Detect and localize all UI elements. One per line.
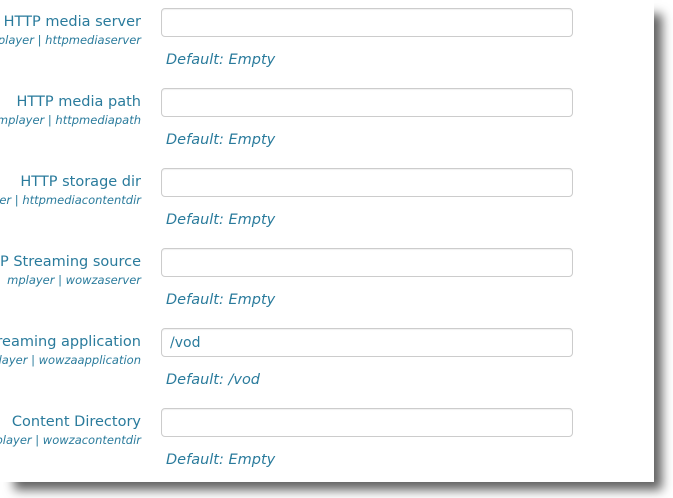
field-label: MP Streaming source (0, 254, 141, 270)
field-label-group: treaming application layer | wowzaapplic… (0, 333, 141, 368)
field-setting-id: er | httpmediacontentdir (0, 193, 141, 207)
field-setting-id: player | httpmediaserver (0, 33, 141, 47)
default-hint: Default: Empty (166, 212, 276, 228)
form-row-http-storage-dir: HTTP storage dir er | httpmediacontentdi… (0, 168, 654, 248)
field-label: HTTP storage dir (20, 174, 141, 190)
field-label-group: HTTP storage dir er | httpmediacontentdi… (0, 173, 141, 208)
field-setting-id: mplayer | httpmediapath (0, 113, 141, 127)
http-media-server-input[interactable] (161, 8, 573, 37)
default-hint: Default: Empty (166, 292, 276, 308)
settings-panel: HTTP media server player | httpmediaserv… (0, 8, 654, 482)
field-label-group: HTTP media server player | httpmediaserv… (0, 13, 141, 48)
field-setting-id: player | wowzacontentdir (0, 433, 141, 447)
form-row-content-directory: Content Directory player | wowzacontentd… (0, 408, 654, 482)
form-row-streaming-source: MP Streaming source mplayer | wowzaserve… (0, 248, 654, 328)
field-label: treaming application (0, 334, 141, 350)
form-row-http-media-server: HTTP media server player | httpmediaserv… (0, 8, 654, 88)
field-label: Content Directory (11, 414, 141, 430)
default-hint: Default: /vod (166, 372, 261, 388)
http-storage-dir-input[interactable] (161, 168, 573, 197)
field-label: HTTP media path (16, 94, 141, 110)
field-label-group: HTTP media path mplayer | httpmediapath (0, 93, 141, 128)
content-directory-input[interactable] (161, 408, 573, 437)
default-hint: Default: Empty (166, 52, 276, 68)
form-row-streaming-application: treaming application layer | wowzaapplic… (0, 328, 654, 408)
http-media-path-input[interactable] (161, 88, 573, 117)
field-label-group: Content Directory player | wowzacontentd… (0, 413, 141, 448)
field-label-group: MP Streaming source mplayer | wowzaserve… (0, 253, 141, 288)
streaming-application-input[interactable] (161, 328, 573, 357)
field-setting-id: mplayer | wowzaserver (7, 273, 141, 287)
streaming-source-input[interactable] (161, 248, 573, 277)
default-hint: Default: Empty (166, 452, 276, 468)
default-hint: Default: Empty (166, 132, 276, 148)
field-setting-id: layer | wowzaapplication (0, 353, 141, 367)
form-row-http-media-path: HTTP media path mplayer | httpmediapath … (0, 88, 654, 168)
field-label: HTTP media server (3, 14, 141, 30)
